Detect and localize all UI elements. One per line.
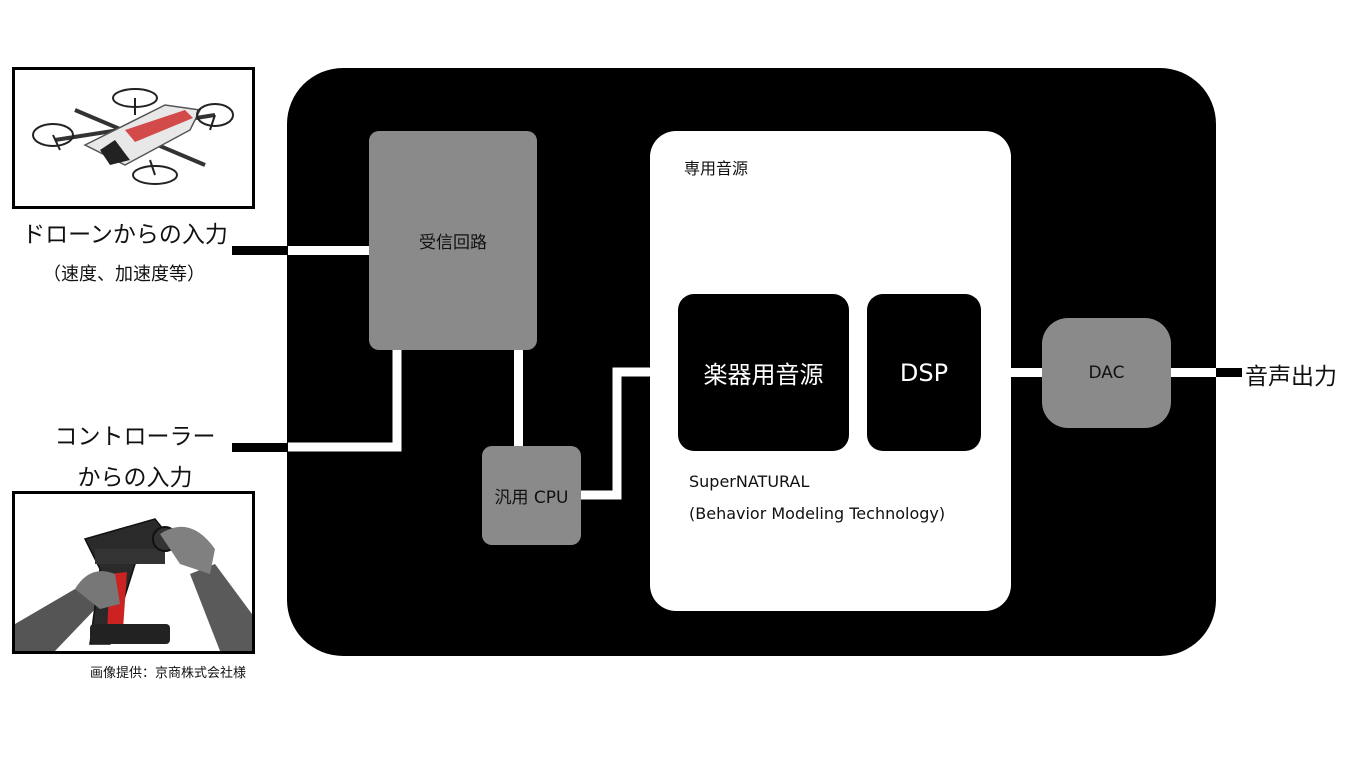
drone-photo: [12, 67, 255, 209]
receiver-circuit-block: 受信回路: [369, 131, 537, 350]
supernatural-label: SuperNATURAL: [689, 472, 810, 491]
dac-label: DAC: [1088, 363, 1125, 383]
instrument-sound-source-block: 楽器用音源: [678, 294, 849, 451]
dedicated-sound-source-title: 専用音源: [684, 159, 749, 178]
cpu-label: 汎用 CPU: [494, 488, 569, 508]
controller-icon: [15, 518, 252, 651]
drone-input-label: ドローンからの入力: [22, 222, 228, 248]
image-credit: 画像提供：京商株式会社様: [90, 666, 247, 681]
controller-input-label-line2: からの入力: [77, 465, 193, 491]
audio-output-label: 音声出力: [1245, 364, 1337, 390]
controller-input-label-line1: コントローラー: [54, 424, 216, 450]
supernatural-subtitle: (Behavior Modeling Technology): [689, 504, 946, 523]
controller-photo: [12, 491, 255, 654]
dsp-block: DSP: [867, 294, 981, 451]
drone-input-sublabel: （速度、加速度等）: [43, 264, 205, 285]
drone-icon: [32, 88, 234, 185]
dsp-label: DSP: [899, 358, 949, 387]
dac-block: DAC: [1042, 318, 1171, 428]
cpu-block: 汎用 CPU: [482, 446, 581, 545]
instrument-sound-source-label: 楽器用音源: [703, 361, 824, 389]
receiver-circuit-label: 受信回路: [419, 233, 487, 253]
